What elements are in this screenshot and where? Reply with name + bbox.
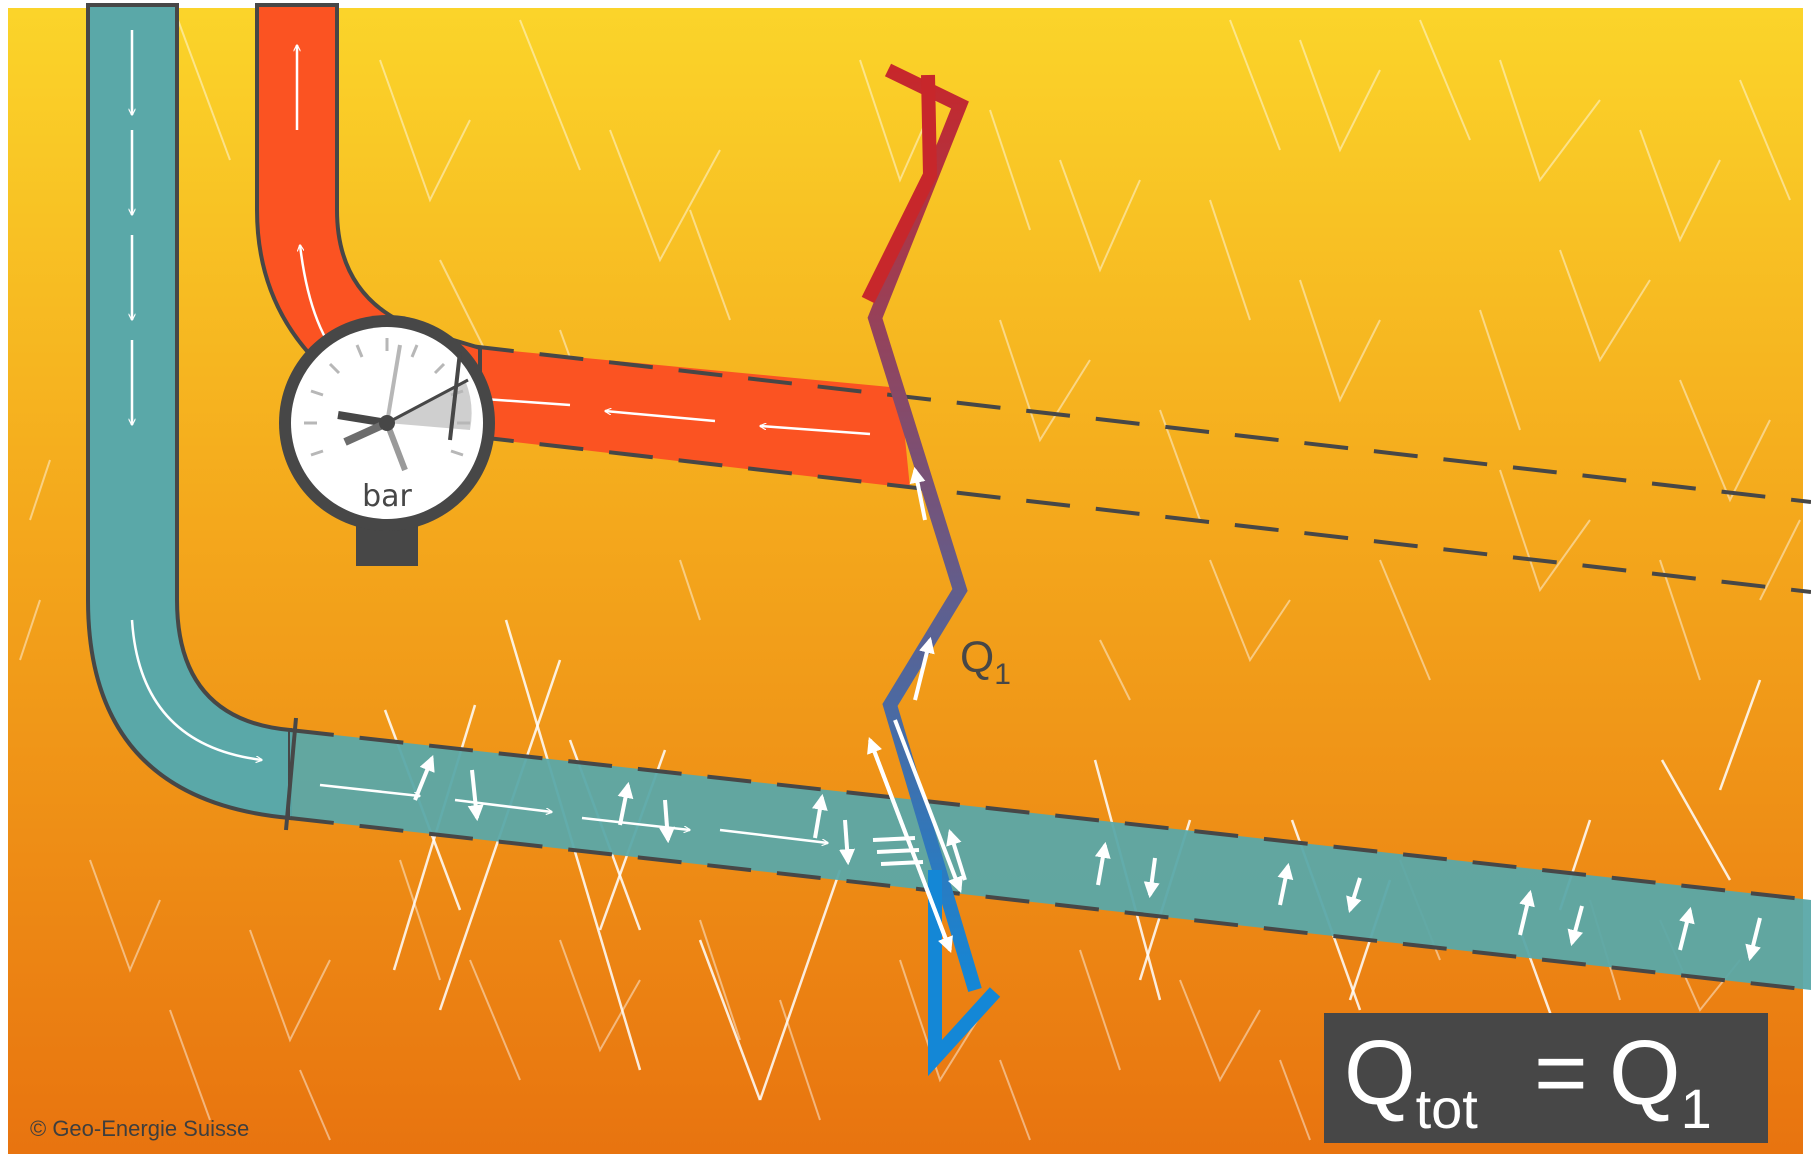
fracture-q1: [867, 63, 982, 993]
injection-pipe-outline-top: [289, 728, 1811, 902]
gauge-pivot: [379, 415, 395, 431]
production-pipe-outline-top: [469, 344, 1811, 504]
gauge-unit-label: bar: [362, 479, 412, 514]
gauge-pipe-edge: [448, 351, 462, 441]
exchange-arrows: [413, 755, 1762, 962]
injection-pipe: [86, 3, 292, 821]
pressure-gauge: bar: [279, 315, 495, 566]
fracture-opening-marks: [872, 836, 924, 866]
formula-box: Qtot = Q1: [1324, 1013, 1768, 1143]
fracture-flow-label: Q1: [960, 633, 1011, 691]
copyright-notice: © Geo-Energie Suisse: [30, 1116, 250, 1141]
injection-flow-arrows: [132, 30, 828, 843]
injection-pipe-open-section: [290, 730, 1811, 990]
injection-pipe-outline-bottom: [289, 816, 1811, 992]
fracture-flow-arrows: [867, 466, 967, 953]
production-pipe-outline-bottom: [469, 434, 1811, 594]
fracture-q1-cold-tip: [928, 870, 1001, 1077]
casing-shoe-mark: [284, 717, 298, 831]
gauge-highlight-sector: [387, 380, 472, 430]
gauge-ticks: [304, 338, 470, 457]
fracture-q1-hot-branch: [861, 74, 938, 304]
formula-lhs: Qtot: [1344, 1022, 1478, 1140]
formula-rhs: Q1: [1609, 1022, 1712, 1140]
formula-operator: =: [1534, 1022, 1588, 1124]
